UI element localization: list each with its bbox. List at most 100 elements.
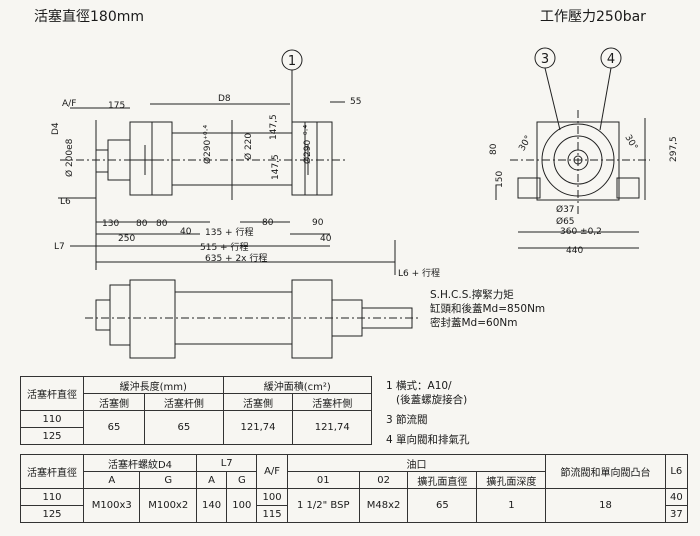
callout-3: 3 — [534, 47, 561, 131]
label-80a: 80 — [136, 219, 148, 229]
label-30-right: 30° — [622, 133, 639, 152]
t2-s-01: 01 — [286, 471, 360, 489]
note-1: 1 横式：A10/ — [386, 380, 452, 392]
t1-v1: 65 — [82, 410, 146, 445]
label-147a: 147,5 — [269, 114, 279, 140]
t2-v-a: M100x3 — [82, 488, 141, 523]
label-135: 135 + 行程 — [205, 226, 253, 238]
t2-h-af: A/F — [256, 454, 288, 489]
t1-h-len: 緩沖長度(mm) — [83, 376, 224, 394]
t2-h-l7: L7 — [195, 454, 258, 472]
callout-4: 4 — [599, 47, 622, 131]
label-297: 297,5 — [669, 136, 679, 162]
label-147b: 147,5 — [271, 154, 281, 180]
label-l6-stroke: L6 + 行程 — [398, 267, 440, 279]
torque-line-1: S.H.C.S.擰緊力矩 — [430, 289, 514, 301]
label-250: 250 — [118, 234, 135, 244]
t1-s-rod: 活塞杆側 — [144, 393, 224, 411]
notes: 1 横式：A10/ (後蓋螺旋接合) 3 節流閥 4 單向閥和排氣孔 — [386, 376, 470, 450]
t2-v-af2: 115 — [256, 505, 288, 523]
t2-v-02: M48x2 — [358, 488, 409, 523]
label-515: 515 + 行程 — [200, 241, 248, 253]
t2-r1: 110 — [20, 488, 84, 506]
t2-v-af1: 100 — [256, 488, 288, 506]
torque-notes: S.H.C.S.擰緊力矩 缸頭和後蓋Md=850Nm 密封蓋Md=60Nm — [430, 288, 545, 330]
label-130: 130 — [102, 219, 119, 229]
t2-v-l7g: 100 — [226, 488, 258, 523]
t2-s-g2: G — [226, 471, 258, 489]
label-d220: Ø 220 — [243, 133, 254, 160]
t2-v-01: 1 1/2" BSP — [286, 488, 360, 523]
label-440: 440 — [566, 246, 583, 256]
page-title-right: 工作壓力250bar — [540, 9, 646, 25]
t2-s-02: 02 — [358, 471, 409, 489]
callout-3-label: 3 — [541, 52, 549, 67]
page-title-left: 活塞直徑180mm — [34, 9, 144, 25]
t2-h-port: 油口 — [286, 454, 547, 472]
t2-h-thread: 活塞杆螺紋D4 — [83, 454, 197, 472]
t2-v-l6a: 40 — [664, 488, 689, 506]
t2-v-g: M100x2 — [139, 488, 197, 523]
t1-v4: 121,74 — [292, 410, 372, 445]
label-175: 175 — [108, 101, 125, 111]
label-d8: D8 — [218, 94, 231, 104]
label-d65: Ø65 — [556, 216, 575, 227]
label-635: 635 + 2x 行程 — [205, 252, 267, 264]
t2-s-dia: 擴孔面直徑 — [407, 471, 478, 489]
end-dimension-labels: 30° 30° 80 150 297,5 Ø37 Ø65 360 ±0,2 44… — [489, 133, 679, 256]
dimension-table: 活塞杆直徑 活塞杆螺紋D4 L7 A/F 油口 節流閥和單向閥凸台 L6 A G… — [20, 454, 689, 523]
torque-line-3: 密封蓋Md=60Nm — [430, 317, 518, 329]
label-55: 55 — [350, 97, 361, 107]
t1-h-rod: 活塞杆直徑 — [20, 376, 84, 411]
t2-h-l6: L6 — [664, 454, 689, 489]
cushion-table: 活塞杆直徑 緩沖長度(mm) 緩沖面積(cm²) 活塞側 活塞杆側 活塞側 活塞… — [20, 376, 373, 445]
t2-s-a: A — [82, 471, 141, 489]
label-l6: L6 — [60, 197, 71, 207]
note-3: 3 節流閥 — [386, 414, 428, 426]
torque-line-2: 缸頭和後蓋Md=850Nm — [430, 303, 546, 315]
note-1b: (後蓋螺旋接合) — [396, 394, 468, 406]
label-90: 90 — [312, 218, 324, 228]
t2-h-valve: 節流閥和單向閥凸台 — [545, 454, 666, 489]
t2-v-l6b: 37 — [664, 505, 689, 523]
t2-v-dia: 65 — [407, 488, 478, 523]
t2-r2: 125 — [20, 505, 84, 523]
label-360: 360 ±0,2 — [560, 227, 602, 237]
t1-r2: 125 — [20, 427, 84, 445]
top-dimension-labels: A/F D4 Ø 200e8 L6 L7 175 D8 55 Ø 220 Ø29… — [51, 94, 440, 279]
t1-r1: 110 — [20, 410, 84, 428]
t2-v-valve: 18 — [545, 488, 666, 523]
label-d290a: Ø290⁺⁰·⁴ — [202, 125, 213, 164]
callout-1: 1 — [281, 49, 303, 125]
label-40a: 40 — [180, 227, 192, 237]
label-d290b: Ø290⁻⁰·⁴ — [302, 125, 313, 164]
label-80b: 80 — [156, 219, 168, 229]
top-dimension-lines — [58, 101, 396, 275]
cylinder-end-view — [495, 110, 650, 249]
t2-s-g: G — [139, 471, 197, 489]
label-150: 150 — [495, 171, 505, 188]
label-80c: 80 — [262, 218, 274, 228]
label-l7: L7 — [54, 242, 65, 252]
t1-h-area: 緩沖面積(cm²) — [222, 376, 373, 394]
cylinder-plan-view — [85, 279, 420, 359]
t1-s-piston: 活塞側 — [82, 393, 146, 411]
note-4: 4 單向閥和排氣孔 — [386, 434, 470, 446]
t2-v-l7a: 140 — [195, 488, 228, 523]
t2-s-depth: 擴孔面深度 — [476, 471, 547, 489]
label-d37: Ø37 — [556, 204, 575, 215]
t2-v-depth: 1 — [476, 488, 547, 523]
t1-v2: 65 — [144, 410, 224, 445]
t2-s-a2: A — [195, 471, 228, 489]
label-30-left: 30° — [517, 134, 534, 153]
label-d200: Ø 200e8 — [64, 138, 75, 177]
callout-1-label: 1 — [288, 54, 296, 69]
t1-s-piston2: 活塞側 — [222, 393, 294, 411]
t1-s-rod2: 活塞杆側 — [292, 393, 372, 411]
t1-v3: 121,74 — [222, 410, 294, 445]
label-d4: D4 — [51, 122, 61, 135]
label-af: A/F — [62, 99, 76, 109]
t2-h-rod: 活塞杆直徑 — [20, 454, 84, 489]
label-40b: 40 — [320, 234, 332, 244]
